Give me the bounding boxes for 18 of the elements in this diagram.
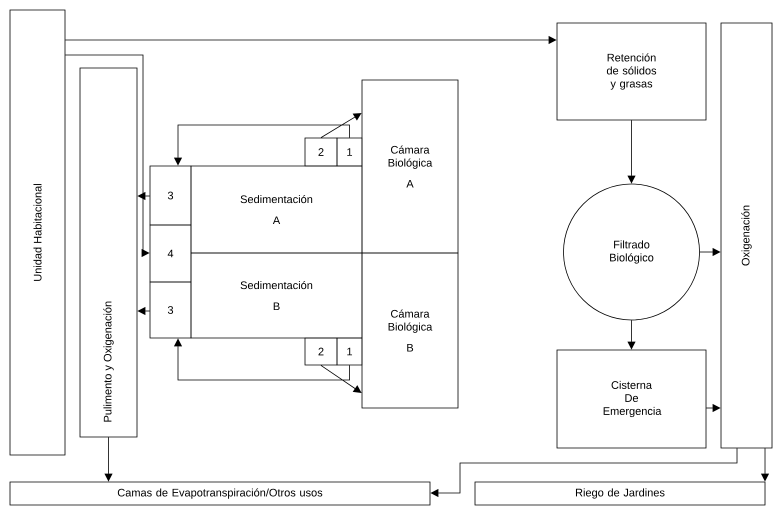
number-box: 2 <box>304 338 338 366</box>
process-box: Sedimentación A <box>190 166 362 254</box>
number-box: 3 <box>150 282 192 338</box>
process-box: Unidad Habitacional <box>10 10 66 456</box>
number-box: 3 <box>150 166 192 226</box>
process-box: Sedimentación B <box>190 252 362 338</box>
number-box: 1 <box>336 138 362 166</box>
number-box: 4 <box>150 224 192 282</box>
process-box: Camas de Evapotranspiración/Otros usos <box>10 482 430 506</box>
process-box: Retención de sólidos y grasas <box>556 22 706 120</box>
process-box: Cámara Biológica A <box>362 80 458 254</box>
process-box: Riego de Jardines <box>474 482 766 506</box>
number-box: 1 <box>336 338 362 366</box>
process-box: Cámara Biológica B <box>362 252 458 408</box>
process-box: Pulimento y Oxigenación <box>80 68 138 438</box>
process-box: Oxigenación <box>720 22 772 448</box>
process-box: Cisterna De Emergencia <box>556 350 706 448</box>
number-box: 2 <box>304 138 338 166</box>
